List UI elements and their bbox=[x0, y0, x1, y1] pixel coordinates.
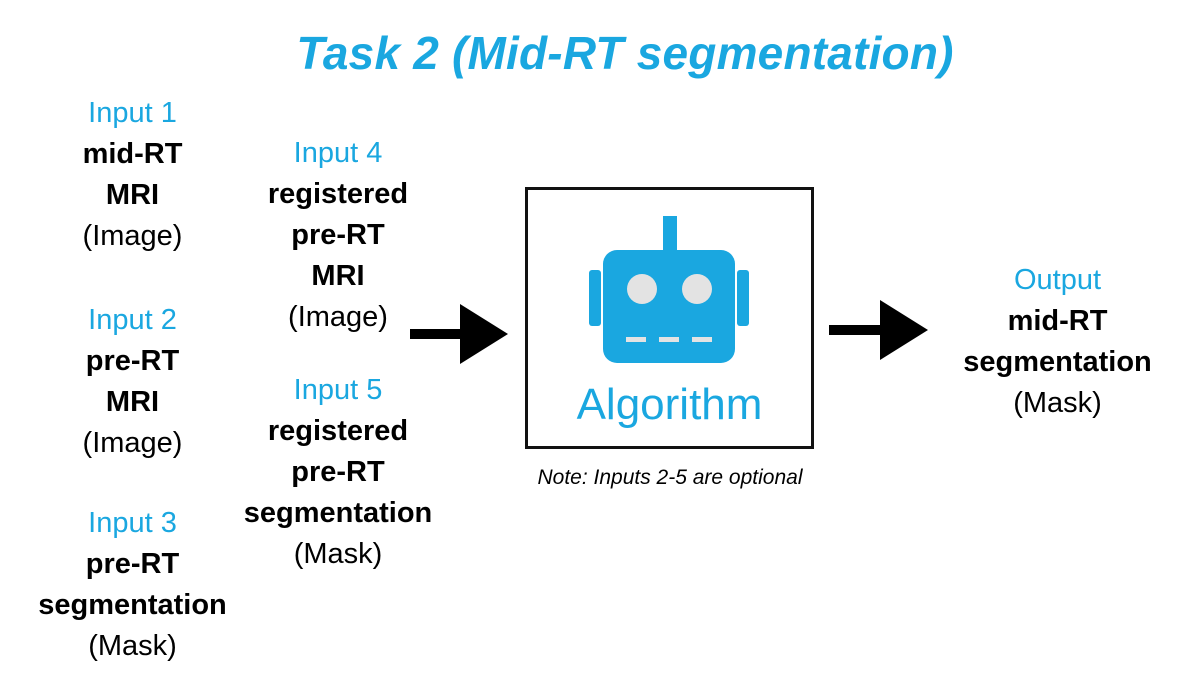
input-5-type: (Mask) bbox=[293, 538, 383, 570]
input-1-block: Input 1 mid-RT MRI (Image) bbox=[30, 93, 235, 257]
input-5-line-3: segmentation bbox=[243, 497, 433, 529]
input-2-line-2: MRI bbox=[105, 386, 160, 418]
input-3-block: Input 3 pre-RT segmentation (Mask) bbox=[30, 503, 235, 667]
input-4-line-3: MRI bbox=[311, 260, 365, 292]
input-5-line-1: registered bbox=[267, 415, 409, 447]
input-2-type: (Image) bbox=[82, 427, 183, 459]
input-4-line-1: registered bbox=[267, 178, 409, 210]
output-line-1: mid-RT bbox=[1007, 305, 1108, 337]
input-1-label: Input 1 bbox=[88, 97, 177, 129]
output-block: Output mid-RT segmentation (Mask) bbox=[945, 260, 1170, 424]
input-3-line-2: segmentation bbox=[38, 589, 227, 621]
algorithm-label: Algorithm bbox=[576, 380, 763, 429]
input-5-line-2: pre-RT bbox=[291, 456, 385, 488]
input-2-label: Input 2 bbox=[88, 304, 177, 336]
input-2-line-1: pre-RT bbox=[85, 345, 180, 377]
input-3-type: (Mask) bbox=[88, 630, 177, 662]
input-2-block: Input 2 pre-RT MRI (Image) bbox=[30, 300, 235, 464]
algorithm-box bbox=[525, 187, 814, 449]
output-line-2: segmentation bbox=[963, 346, 1152, 378]
input-1-line-2: MRI bbox=[105, 179, 160, 211]
input-4-line-2: pre-RT bbox=[291, 219, 385, 251]
optional-note: Note: Inputs 2-5 are optional bbox=[537, 466, 803, 489]
input-1-type: (Image) bbox=[82, 220, 183, 252]
input-3-label: Input 3 bbox=[88, 507, 177, 539]
input-1-line-1: mid-RT bbox=[82, 138, 183, 170]
input-5-block: Input 5 registered pre-RT segmentation (… bbox=[228, 370, 448, 575]
input-4-label: Input 4 bbox=[293, 137, 383, 169]
input-4-block: Input 4 registered pre-RT MRI (Image) bbox=[228, 133, 448, 338]
input-arrow bbox=[410, 304, 508, 364]
input-3-line-1: pre-RT bbox=[85, 548, 180, 580]
output-arrow bbox=[829, 300, 928, 360]
page-title: Task 2 (Mid-RT segmentation) bbox=[296, 27, 954, 79]
output-label: Output bbox=[1013, 264, 1102, 296]
input-4-type: (Image) bbox=[288, 301, 388, 333]
output-type: (Mask) bbox=[1013, 387, 1102, 419]
input-5-label: Input 5 bbox=[293, 374, 383, 406]
